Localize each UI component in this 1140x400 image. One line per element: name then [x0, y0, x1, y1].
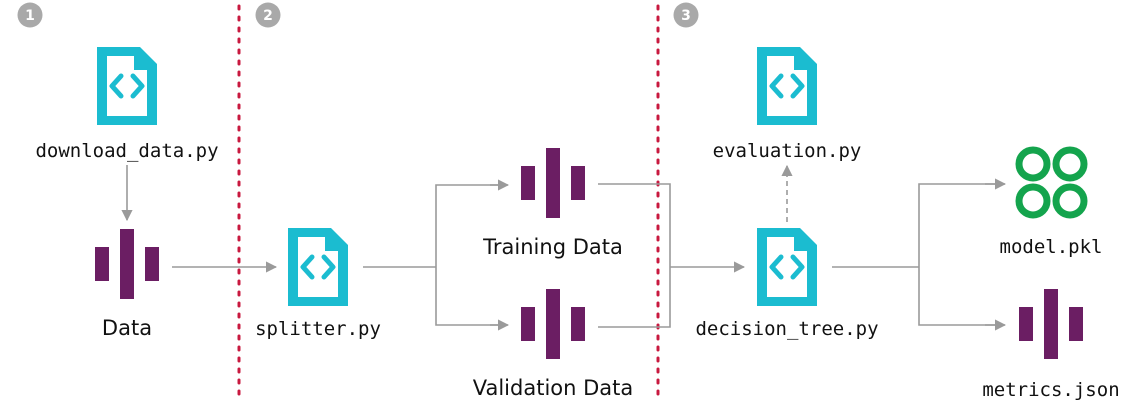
step-number: 3: [681, 8, 691, 24]
dataset-bar-icon: [1019, 289, 1083, 359]
node-evaluation: evaluation.py: [713, 47, 862, 162]
python-file-icon: [288, 228, 348, 306]
node-label: download_data.py: [35, 140, 218, 162]
node-validation-data: Validation Data: [473, 289, 634, 400]
node-label: evaluation.py: [713, 140, 862, 162]
python-file-icon: [97, 47, 157, 125]
node-label: Training Data: [482, 235, 623, 259]
node-label: Data: [102, 316, 152, 340]
branch-bracket: [435, 184, 507, 326]
step-badge-3: 3: [673, 2, 699, 28]
node-label: splitter.py: [255, 318, 381, 340]
node-decision-tree: decision_tree.py: [695, 228, 879, 340]
node-label: Validation Data: [473, 376, 634, 400]
step-badge-1: 1: [17, 2, 43, 28]
python-file-icon: [757, 228, 817, 306]
output-bracket: [918, 183, 1004, 326]
dataset-bar-icon: [521, 148, 585, 218]
node-label: metrics.json: [982, 379, 1119, 400]
node-splitter: splitter.py: [255, 228, 381, 340]
step-number: 1: [25, 8, 35, 24]
node-data: Data: [95, 229, 159, 340]
node-label: model.pkl: [1000, 236, 1103, 258]
merge-bracket: [598, 183, 671, 328]
node-model: model.pkl: [1000, 146, 1103, 258]
python-file-icon: [757, 47, 817, 125]
dataset-bar-icon: [95, 229, 159, 299]
step-badge-2: 2: [255, 2, 281, 28]
model-pickle-icon: [1015, 146, 1088, 219]
step-number: 2: [263, 8, 273, 24]
node-download-data: download_data.py: [35, 47, 219, 162]
node-metrics: metrics.json: [982, 289, 1120, 400]
node-label: decision_tree.py: [695, 318, 878, 340]
node-training-data: Training Data: [482, 148, 623, 259]
dataset-bar-icon: [521, 289, 585, 359]
